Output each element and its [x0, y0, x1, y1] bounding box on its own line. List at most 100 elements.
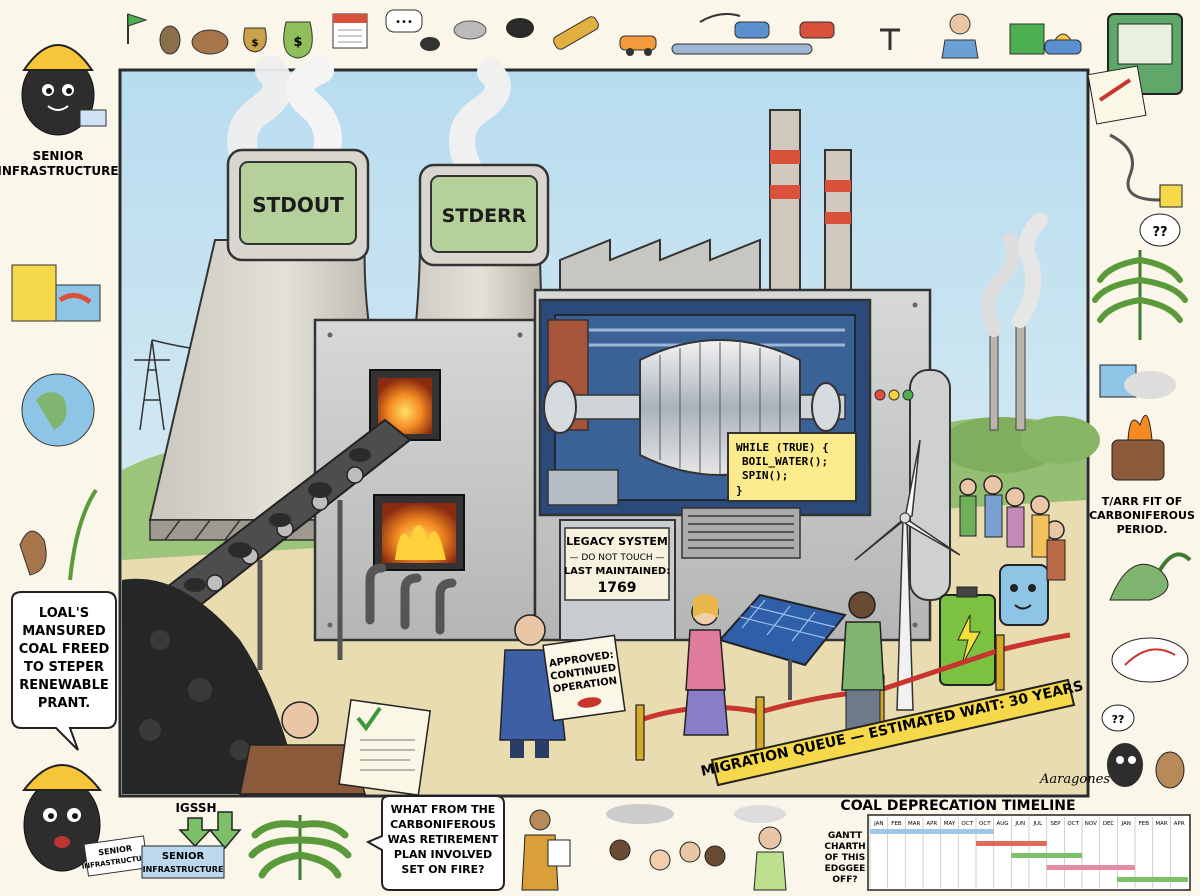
- solar-panel: [718, 593, 847, 700]
- dynamite-icon: [553, 16, 599, 50]
- cash-register-icon: [1009, 23, 1045, 55]
- person-icon: [941, 13, 979, 59]
- base-pipes: [365, 563, 457, 635]
- bottom-speech-line-1: WHAT FROM THE: [391, 803, 496, 816]
- dinosaur-plant-icon: [1109, 552, 1192, 601]
- coal-icon: [506, 18, 534, 38]
- arrow-label: IGSSH: [175, 801, 216, 815]
- code-line-1: WHILE (TRUE) {: [736, 441, 829, 454]
- bottom-strip: IGSSH SENIOR INFRASTRUCTURE WHAT FROM TH…: [141, 795, 1191, 891]
- gantt-month-label: AUG: [996, 821, 1008, 827]
- woman-character: [683, 594, 729, 736]
- gantt-month-label: JAN: [1120, 821, 1130, 827]
- gantt-month-label: APR: [926, 821, 937, 827]
- question-bubble-2: ??: [1101, 704, 1135, 732]
- reader-character: [239, 698, 432, 796]
- left-doodles: [11, 264, 101, 581]
- feather-icon: [699, 13, 741, 23]
- left-speech-line-2: MANSURED: [22, 624, 106, 639]
- gantt-month-label: JAN: [873, 821, 883, 827]
- wrench-icon: [880, 28, 900, 50]
- hardhat-icon: [22, 44, 94, 71]
- cash-bag-icon: $: [283, 21, 313, 59]
- monitor-stdout-label: STDOUT: [252, 193, 344, 217]
- monitor-stdout: STDOUT: [226, 148, 370, 262]
- appliance-character: [999, 564, 1049, 626]
- badge-line-2: INFRASTRUCTURE: [143, 865, 224, 874]
- gantt-bar: [870, 829, 994, 834]
- left-speech-line-4: TO STEPER: [24, 660, 104, 675]
- coal-mascot-top: [21, 44, 107, 136]
- left-speech-line-5: RENEWABLE: [19, 678, 109, 693]
- furnace-lower: [373, 494, 465, 571]
- gantt-month-label: OCT: [961, 821, 973, 827]
- furnace-upper: [369, 369, 441, 441]
- bottom-speech-line-5: SET ON FIRE?: [401, 863, 484, 876]
- senior-caption-line-2: INFRASTRUCTURE: [0, 164, 119, 178]
- legacy-line-2: — DO NOT TOUCH —: [570, 553, 665, 563]
- main-panel: STDOUT STDERR: [118, 55, 1110, 798]
- monitor-stderr-label: STDERR: [442, 205, 527, 227]
- plug-cable-icon: [1109, 133, 1183, 208]
- bottom-speech-line-3: WAS RETIREMENT: [388, 833, 499, 846]
- distant-stacks: [981, 212, 1048, 431]
- money-bag-icon: $: [243, 27, 267, 53]
- fern-icon: [1092, 250, 1188, 340]
- code-line-2: BOIL_WATER();: [742, 455, 828, 468]
- bottom-fern-icon: [248, 815, 352, 881]
- gantt-month-label: JUL: [1032, 821, 1043, 827]
- speech-bubble-icon: •••: [385, 9, 423, 33]
- gantt-month-label: JUN: [1014, 821, 1025, 827]
- gantt-grid: [869, 817, 1171, 888]
- queue-people: [959, 475, 1066, 581]
- bottom-people-icons: [521, 804, 787, 891]
- wind-turbine: [854, 439, 961, 711]
- conveyor-icon: [671, 43, 813, 55]
- gantt-month-label: FEB: [891, 821, 902, 827]
- timeline-side-line-3: OF THIS: [825, 853, 865, 863]
- burning-stump-icon: [1111, 371, 1176, 481]
- legacy-line-4: 1769: [598, 580, 637, 596]
- code-sign: WHILE (TRUE) { BOIL_WATER(); SPIN(); }: [727, 432, 857, 502]
- left-speech-bubble: LOAL'S MANSURED COAL FREED TO STEPER REN…: [11, 591, 117, 751]
- coal-mascot-bottom: SENIOR INFRASTRUCTURE: [21, 764, 153, 877]
- gantt-bar: [976, 841, 1047, 846]
- right-caption-line-3: PERIOD.: [1117, 523, 1168, 536]
- gantt-month-label: OCT: [1067, 821, 1079, 827]
- smokestacks: [769, 109, 852, 301]
- timeline-side-line-2: CHARTH: [824, 842, 865, 852]
- coal-characters-icon: [1107, 743, 1185, 789]
- indicator-light-red: [874, 389, 886, 401]
- left-margin: SENIOR INFRASTRUCTURE LOAL'S MANSURED CO…: [0, 44, 153, 877]
- legacy-sign: [564, 527, 670, 601]
- gantt-month-label: MAR: [908, 821, 921, 827]
- thought-cloud-icon: [1111, 637, 1189, 683]
- bottom-speech-line-2: CARBONIFEROUS: [390, 818, 496, 831]
- gantt-month-label: FEB: [1139, 821, 1150, 827]
- legacy-door: LEGACY SYSTEM — DO NOT TOUCH — LAST MAIN…: [559, 519, 676, 641]
- hardhat-car-icon: [1044, 33, 1082, 55]
- right-margin: ?? T/ARR FIT OF CARBONIFEROUS PERIOD. ??: [1087, 13, 1195, 789]
- hardhat-icon-2: [21, 764, 103, 791]
- turbine-cutaway: [538, 298, 914, 517]
- vent-panel: [681, 507, 801, 559]
- left-speech-line-1: LOAL'S: [39, 606, 89, 621]
- timeline-side-line-5: OFF?: [832, 875, 857, 885]
- code-line-3: SPIN();: [742, 469, 788, 482]
- gantt-month-label: MAR: [1155, 821, 1168, 827]
- gantt-month-label: NOV: [1085, 821, 1097, 827]
- right-caption-line-1: T/ARR FIT OF: [1102, 495, 1183, 508]
- calendar-icon: [332, 13, 368, 49]
- gantt-month-label: SEP: [1050, 821, 1061, 827]
- left-speech-line-3: COAL FREED: [19, 642, 110, 657]
- gantt-month-label: DEC: [1103, 821, 1115, 827]
- approved-document: APPROVED: CONTINUED OPERATION: [542, 634, 626, 722]
- svg-text:$: $: [252, 38, 259, 49]
- timeline-side-line-1: GANTT: [828, 831, 863, 841]
- left-speech-line-6: PRANT.: [38, 696, 90, 711]
- svg-text:•••: •••: [395, 17, 413, 28]
- gantt-timeline: COAL DEPRECATION TIMELINE GANTT CHARTH O…: [824, 798, 1191, 891]
- right-question-marks-2: ??: [1112, 713, 1125, 726]
